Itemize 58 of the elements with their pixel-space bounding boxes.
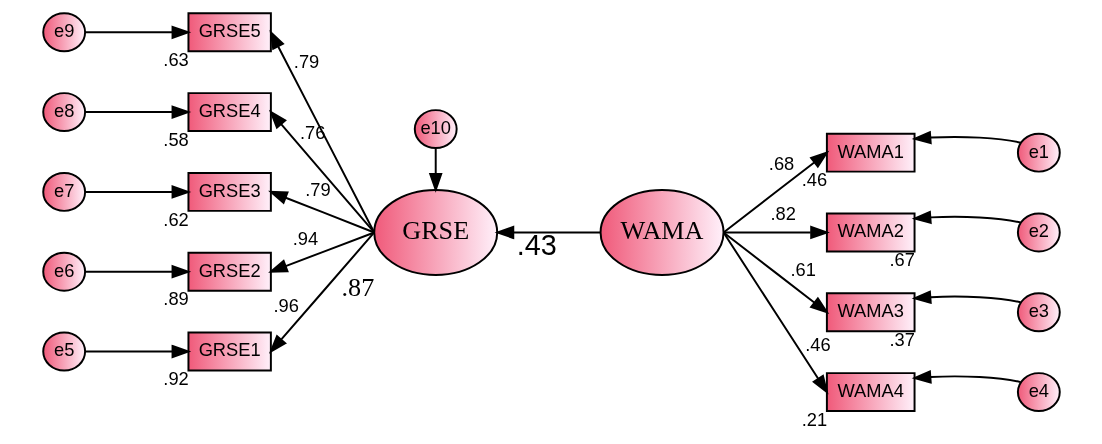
- arrow: [911, 370, 1022, 384]
- node-ellipse: WAMA: [599, 188, 724, 276]
- node-box: WAMA1: [825, 132, 916, 173]
- node-box: GRSE2: [186, 251, 272, 292]
- node-circle: e10: [413, 109, 458, 150]
- arrow: [722, 231, 829, 315]
- edge-label: .79: [304, 179, 331, 201]
- node-label: .63: [162, 48, 189, 70]
- node-label: .21: [801, 408, 827, 430]
- node-box: GRSE4: [186, 92, 272, 133]
- arrow: [722, 225, 830, 240]
- arrow: [83, 185, 191, 199]
- arrow: [267, 231, 375, 273]
- edge-label: .79: [293, 50, 319, 72]
- node-circle: e1: [1016, 132, 1061, 173]
- arrow: [911, 290, 1022, 304]
- edge-label: .96: [272, 294, 299, 316]
- node-circle: e2: [1016, 212, 1061, 253]
- node-circle: e8: [41, 92, 86, 133]
- arrow: [911, 210, 1022, 225]
- arrow: [268, 109, 375, 234]
- arrow: [269, 29, 375, 234]
- arrow: [83, 105, 191, 119]
- node-label: .87: [341, 272, 374, 302]
- arrow: [83, 344, 191, 359]
- edge-label: .43: [516, 229, 557, 262]
- node-label: .58: [162, 128, 189, 150]
- node-circle: e6: [41, 251, 86, 292]
- node-ellipse: GRSE: [372, 188, 498, 276]
- node-label: .89: [162, 288, 189, 310]
- node-circle: e9: [41, 12, 86, 53]
- edge-label: .68: [768, 153, 794, 175]
- node-box: WAMA4: [825, 372, 916, 413]
- node-box: WAMA2: [825, 212, 916, 253]
- edge-label: .94: [292, 227, 318, 249]
- arrow: [911, 130, 1022, 145]
- node-box: GRSE5: [186, 12, 272, 53]
- node-circle: e5: [41, 331, 86, 372]
- arrow: [83, 25, 191, 40]
- arrow: [722, 231, 828, 395]
- arrow: [494, 225, 601, 240]
- node-circle: e3: [1016, 292, 1061, 333]
- arrow: [428, 147, 443, 193]
- edge-label: .61: [789, 259, 816, 281]
- arrow: [83, 264, 191, 279]
- node-label: .46: [801, 169, 827, 191]
- arrow: [722, 150, 829, 234]
- arrow: [268, 231, 375, 354]
- node-label: .92: [162, 368, 189, 390]
- node-label: .62: [162, 208, 189, 230]
- node-box: WAMA3: [825, 292, 916, 333]
- edge-label: .82: [770, 202, 796, 224]
- node-box: GRSE3: [186, 171, 272, 212]
- node-box: GRSE1: [186, 331, 272, 372]
- node-circle: e4: [1016, 372, 1061, 413]
- edge-label: .46: [804, 333, 831, 355]
- arrow: [267, 190, 375, 234]
- node-circle: e7: [41, 171, 86, 212]
